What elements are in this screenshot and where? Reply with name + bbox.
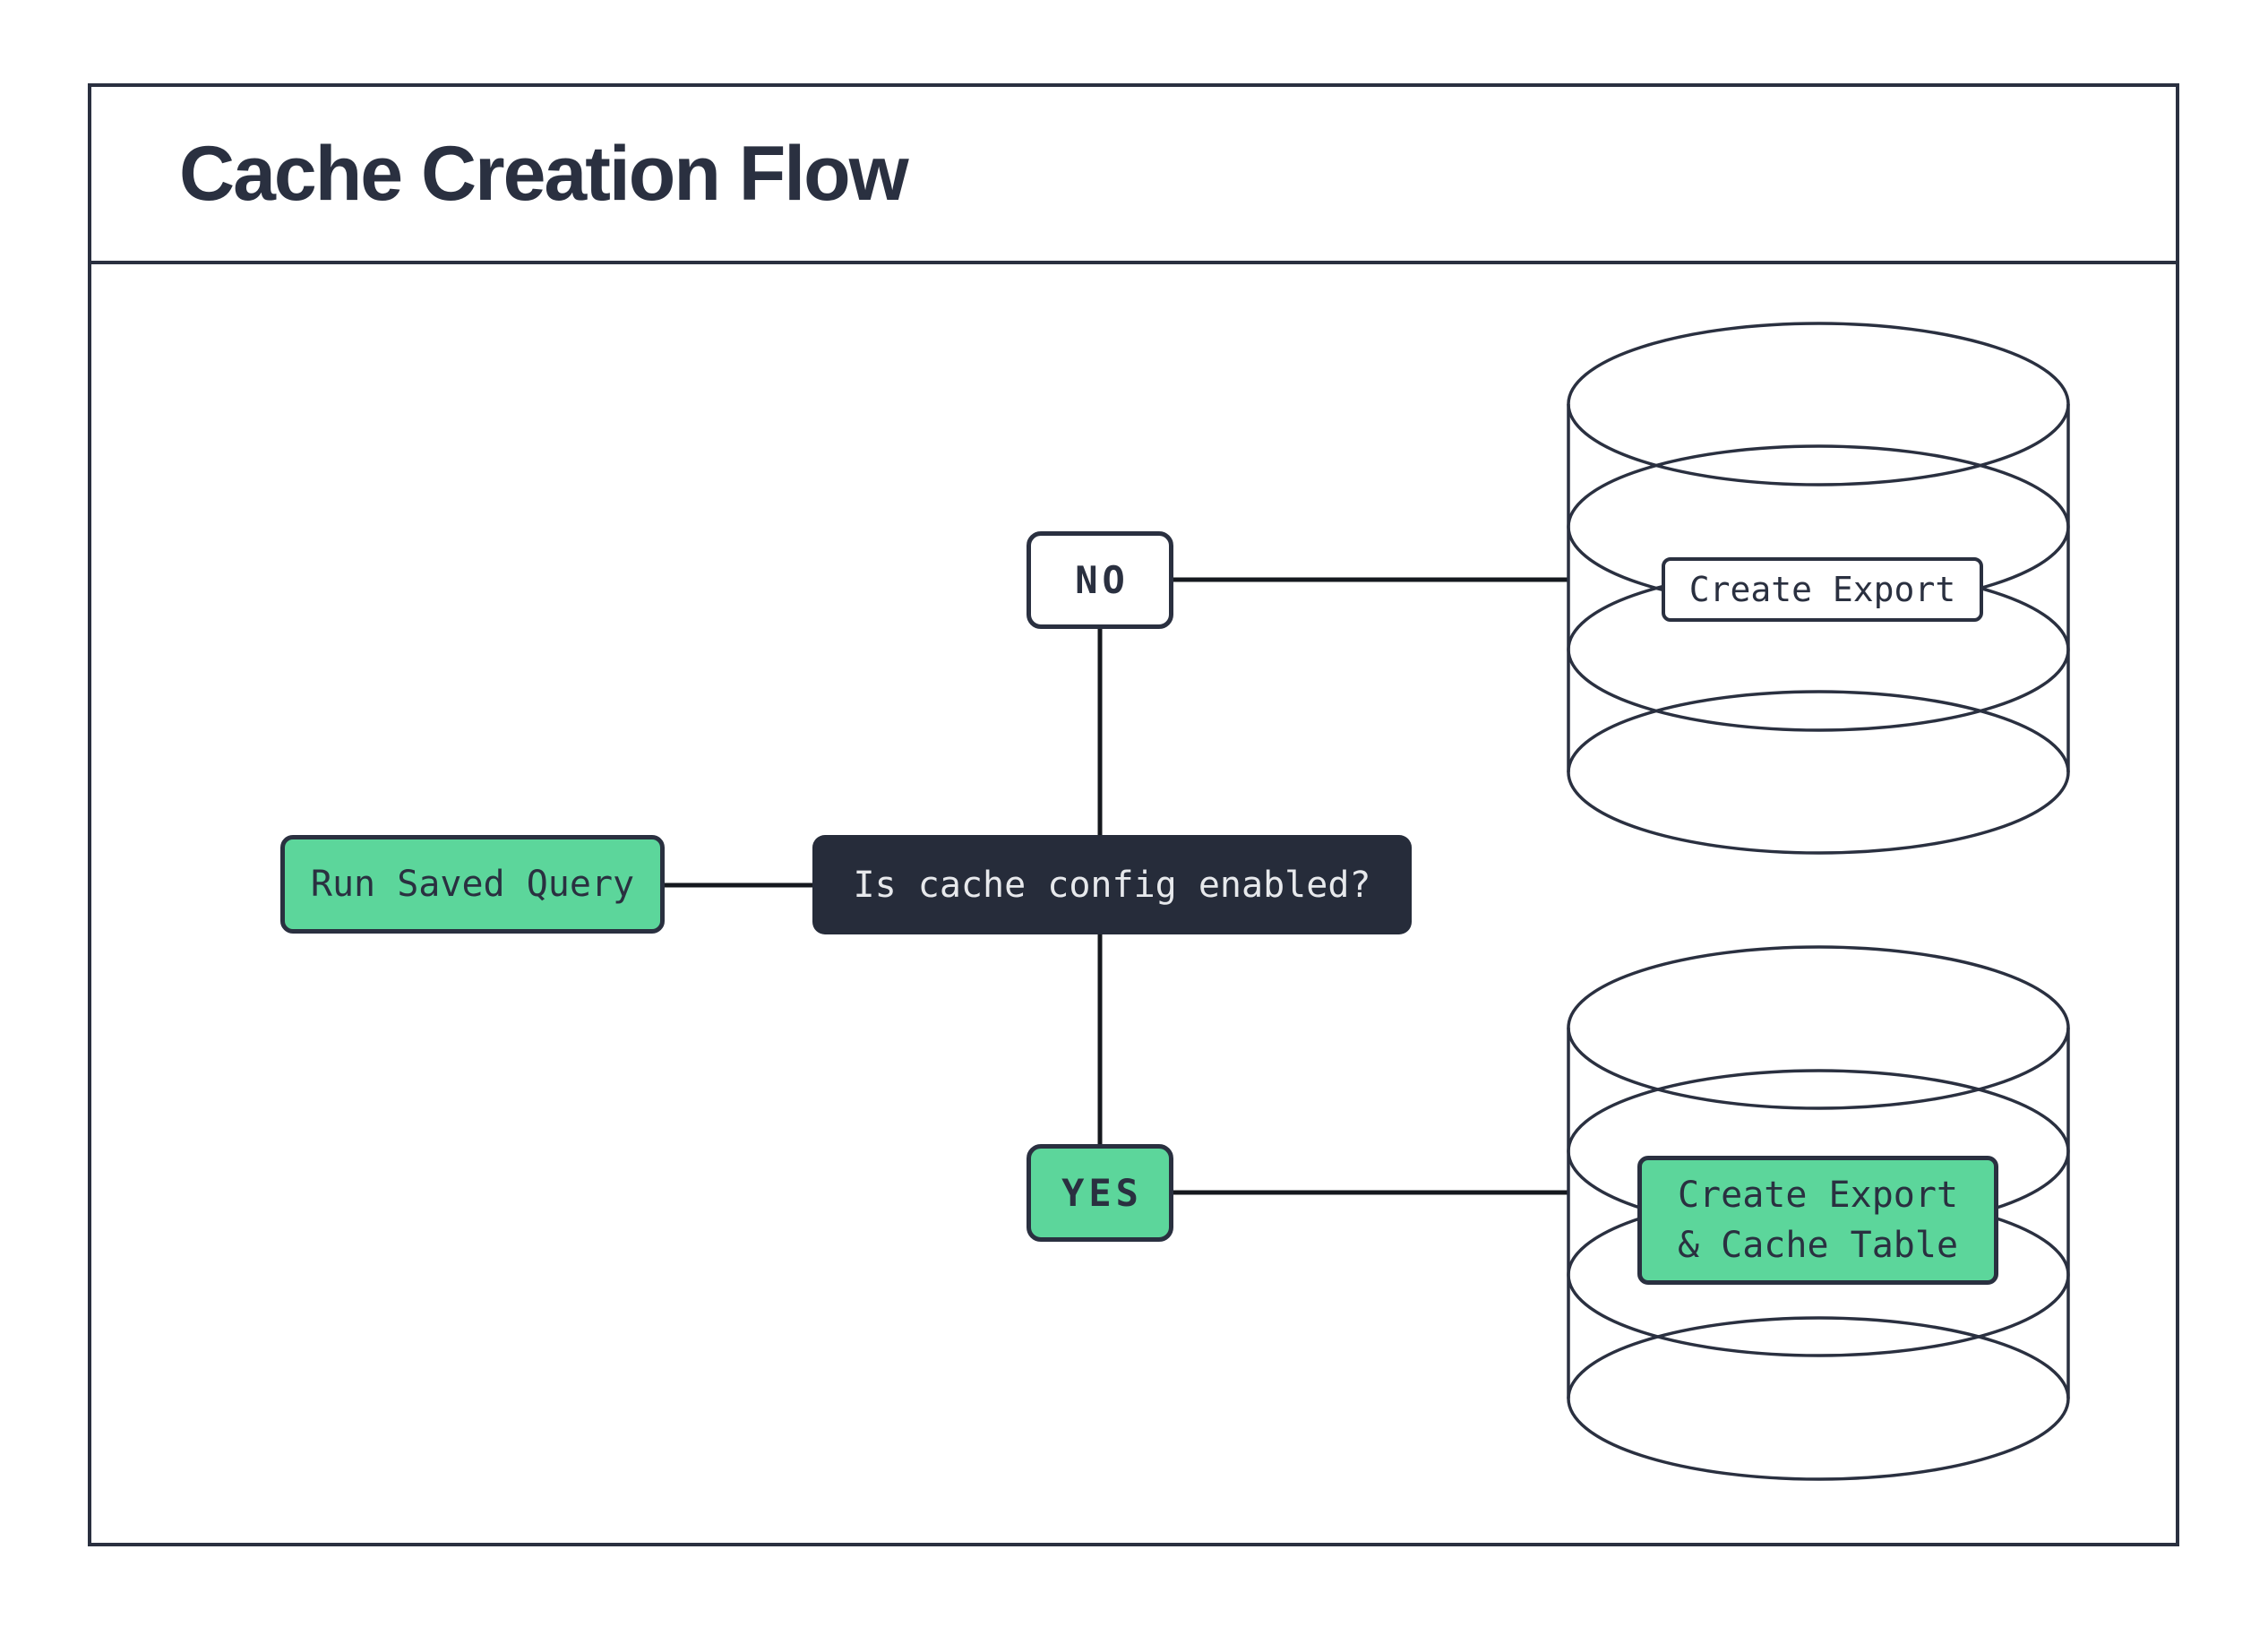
branch-label-yes: YES — [1027, 1144, 1173, 1242]
branch-label-no: NO — [1027, 531, 1173, 629]
node-create-export-label: Create Export — [1688, 570, 1956, 609]
database-icon — [1567, 945, 2070, 1481]
diagram-frame: Cache Creation Flow — [88, 83, 2179, 1546]
connector-lines — [665, 577, 1568, 1195]
title-bar: Cache Creation Flow — [91, 87, 2176, 264]
node-run-saved-query-label: Run Saved Query — [310, 864, 635, 905]
node-decision-label: Is cache config enabled? — [853, 864, 1371, 906]
node-create-export-cache-table: Create Export & Cache Table — [1637, 1156, 1998, 1285]
node-run-saved-query: Run Saved Query — [280, 835, 665, 934]
page-title: Cache Creation Flow — [179, 131, 909, 217]
node-create-export-cache-table-label: Create Export & Cache Table — [1678, 1170, 1958, 1270]
node-decision-cache-config: Is cache config enabled? — [812, 835, 1412, 934]
node-create-export-cache-table-line1: Create Export — [1677, 1175, 1959, 1216]
node-create-export-cache-table-line2: & Cache Table — [1677, 1225, 1959, 1266]
branch-label-no-text: NO — [1075, 558, 1130, 602]
node-create-export: Create Export — [1662, 557, 1983, 622]
branch-label-yes-text: YES — [1061, 1171, 1143, 1215]
